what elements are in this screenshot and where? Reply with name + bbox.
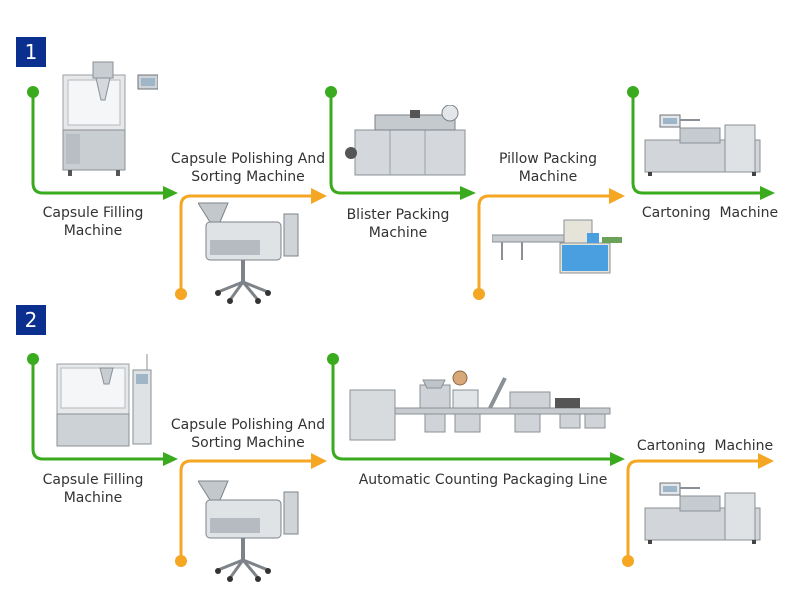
arrow-head (609, 188, 625, 204)
flow-step-counting-line-2 (327, 353, 625, 466)
flow-line (477, 194, 611, 294)
label-line: Pillow Packing (498, 151, 598, 167)
flow-step-polishing-2 (175, 453, 327, 567)
label-automatic-counting-packaging-line: Automatic Counting Packaging Line (343, 471, 623, 489)
arrow-head (311, 188, 327, 204)
label-line: Cartoning Machine (641, 205, 779, 221)
flow-line (179, 459, 313, 561)
label-line: Cartoning Machine (636, 438, 774, 454)
flow-step-capsule-filling-2 (27, 353, 178, 466)
flow-line (626, 459, 760, 561)
row-1-badge: 1 (16, 37, 46, 67)
capsule-filling-machine-image (62, 61, 158, 176)
blister-packing-machine-image (345, 105, 466, 176)
label-line: Sorting Machine (191, 169, 305, 185)
arrow-head (610, 452, 625, 466)
label-cartoning-machine: Cartoning Machine (625, 204, 795, 222)
label-pillow-packing-machine: Pillow Packing Machine (473, 150, 623, 186)
label-line: Capsule Filling (42, 205, 144, 221)
flow-line (331, 359, 610, 461)
arrow-head (163, 186, 178, 200)
capsule-polishing-machine-image (198, 202, 299, 304)
flow-line (329, 92, 460, 195)
label-line: Sorting Machine (191, 435, 305, 451)
row-1-flow (27, 86, 775, 300)
label-capsule-polishing-machine: Capsule Polishing And Sorting Machine (163, 150, 333, 186)
flow-step-pillow-1 (473, 188, 625, 300)
flow-step-polishing-1 (175, 188, 327, 300)
flow-step-capsule-filling-1 (27, 86, 178, 200)
automatic-counting-packaging-line-image (349, 370, 611, 441)
label-line: Capsule Polishing And (170, 151, 326, 167)
flow-line (31, 359, 163, 461)
cartoning-machine-image (644, 482, 761, 544)
label-cartoning-machine: Cartoning Machine (620, 437, 790, 455)
label-line: Capsule Polishing And (170, 417, 326, 433)
label-line: Machine (518, 169, 578, 185)
label-capsule-polishing-machine: Capsule Polishing And Sorting Machine (163, 416, 333, 452)
flow-line (631, 92, 760, 195)
flow-line (179, 194, 313, 294)
flow-step-cartoning-2 (622, 453, 774, 567)
capsule-filling-machine-image (56, 354, 152, 447)
flow-step-blister-1 (325, 86, 476, 200)
flow-step-cartoning-1 (627, 86, 775, 200)
label-line: Machine (63, 490, 123, 506)
label-line: Blister Packing (346, 207, 450, 223)
label-line: Machine (63, 223, 123, 239)
capsule-polishing-machine-image (198, 480, 299, 582)
row-2-flow (27, 353, 774, 567)
row-2-badge: 2 (16, 305, 46, 335)
label-line: Machine (368, 225, 428, 241)
label-blister-packing-machine: Blister Packing Machine (323, 206, 473, 242)
label-capsule-filling-machine: Capsule Filling Machine (18, 204, 168, 240)
label-line: Capsule Filling (42, 472, 144, 488)
arrow-head (311, 453, 327, 469)
arrow-head (758, 453, 774, 469)
flow-line (31, 92, 163, 195)
arrow-head (460, 186, 476, 200)
cartoning-machine-image (644, 114, 761, 176)
arrow-head (760, 186, 775, 200)
pillow-packing-machine-image (492, 219, 622, 274)
label-capsule-filling-machine: Capsule Filling Machine (18, 471, 168, 507)
arrow-head (163, 452, 178, 466)
label-line: Automatic Counting Packaging Line (358, 472, 608, 488)
